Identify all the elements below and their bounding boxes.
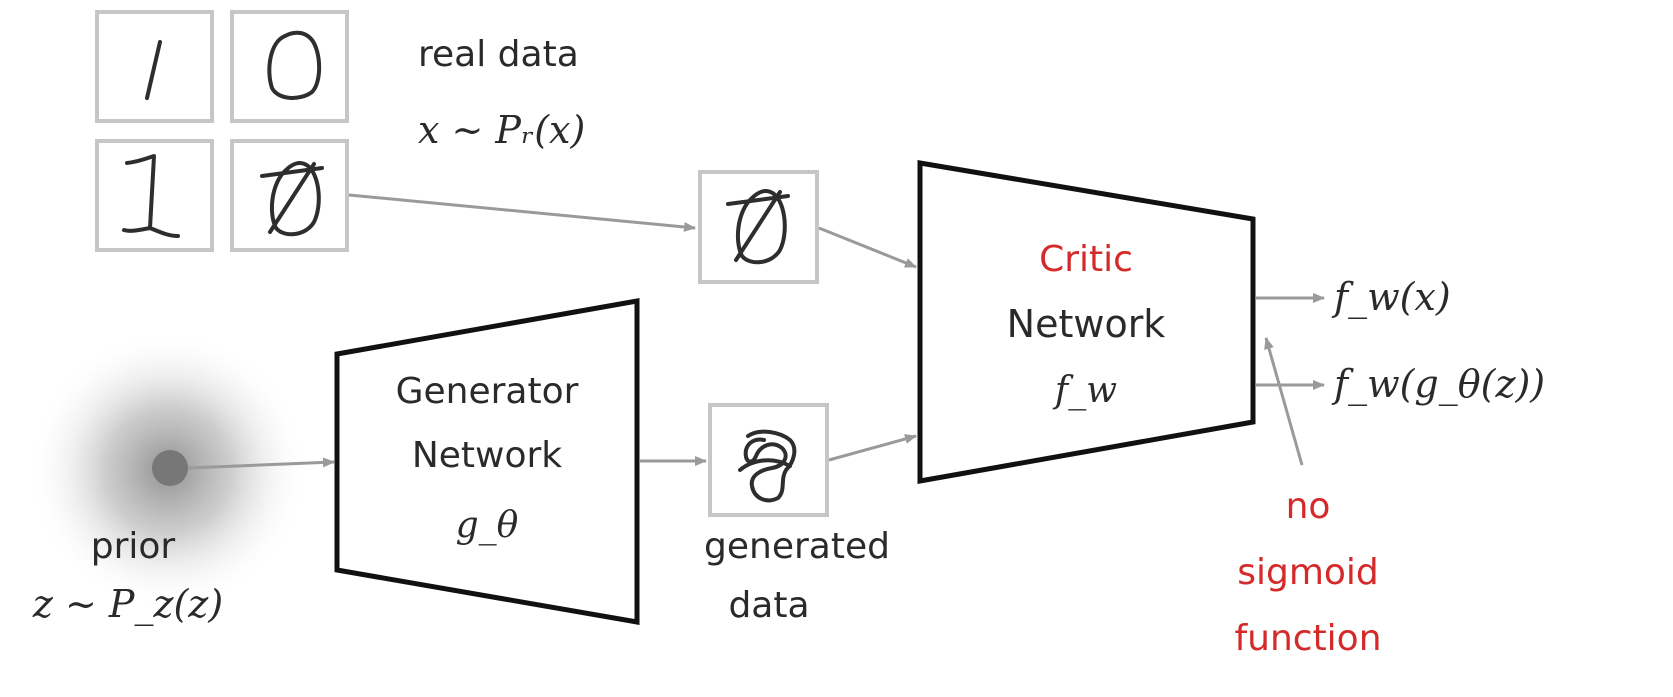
digit-0-stroke <box>267 30 322 100</box>
digit-1-stroke <box>145 40 162 100</box>
critic-symbol: f_w <box>1052 370 1117 411</box>
real-data-formula: x ∼ Pᵣ(x) <box>418 108 585 152</box>
note-line1: no <box>1286 486 1331 527</box>
generator-network <box>334 298 640 625</box>
fake-to-critic-arrow <box>828 434 917 462</box>
critic-subtitle: Network <box>1007 302 1166 346</box>
generated-label-line1: generated <box>704 526 890 567</box>
real-data-label: real data <box>418 34 579 75</box>
note-line3: function <box>1234 618 1381 659</box>
real-to-critic-arrow <box>818 226 917 269</box>
digit-thumb-0b <box>230 139 349 252</box>
real-sample-arrow <box>348 193 696 232</box>
digit-0b-stroke <box>260 161 324 237</box>
real-data-samples <box>95 10 349 252</box>
prior-to-generator-arrow <box>187 457 335 470</box>
output-fake-label: f_w(g_θ(z)) <box>1331 362 1545 407</box>
critic-network <box>917 160 1256 484</box>
no-sigmoid-pointer-arrow <box>1264 337 1304 466</box>
generated-label-line2: data <box>728 585 809 626</box>
output-real-label: f_w(x) <box>1331 275 1451 320</box>
digit-thumb-0a <box>230 10 349 123</box>
generated-digit-stroke <box>738 429 797 503</box>
selected-digit-stroke <box>726 189 790 265</box>
generator-subtitle: Network <box>412 435 562 476</box>
generator-title: Generator <box>396 371 579 412</box>
critic-title: Critic <box>1039 239 1133 280</box>
note-line2: sigmoid <box>1237 552 1379 593</box>
prior-label: prior <box>91 526 176 567</box>
prior-formula: z ∼ P_z(z) <box>32 582 223 627</box>
prior-sample-dot <box>152 450 188 486</box>
generator-symbol: g_θ <box>456 505 519 546</box>
digit-1b-stroke <box>122 154 180 238</box>
